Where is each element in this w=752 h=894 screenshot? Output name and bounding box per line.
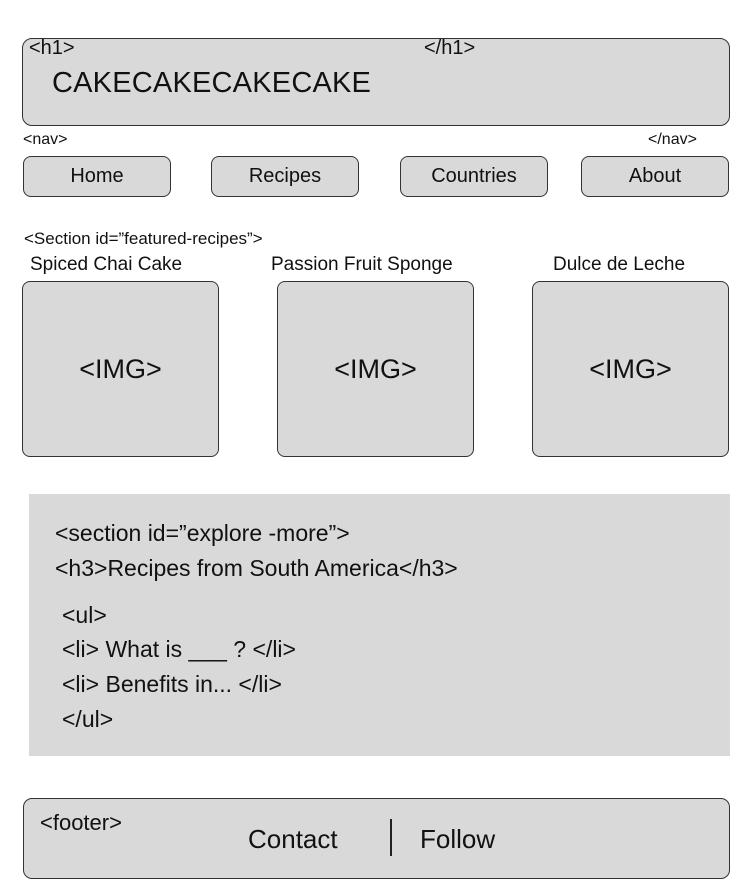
image-placeholder-label: <IMG>: [79, 353, 162, 384]
footer-tag: <footer>: [40, 810, 122, 835]
nav-about-button[interactable]: About: [581, 156, 729, 197]
footer-box: [23, 798, 730, 879]
nav-countries-button[interactable]: Countries: [400, 156, 548, 197]
recipe-card-title[interactable]: Dulce de Leche: [553, 254, 686, 275]
nav-close-tag: </nav>: [648, 131, 697, 148]
footer-follow-link[interactable]: Follow: [420, 824, 496, 854]
recipe-card-title[interactable]: Passion Fruit Sponge: [271, 254, 453, 275]
site-title: CAKECAKECAKECAKE: [52, 67, 372, 99]
explore-more-section: [29, 494, 730, 756]
list-open-tag: <ul>: [62, 602, 107, 628]
h1-close-tag: </h1>: [424, 37, 476, 59]
image-placeholder-label: <IMG>: [589, 353, 672, 384]
header-box: [22, 38, 730, 126]
recipe-image-placeholder[interactable]: <IMG>: [532, 281, 729, 457]
list-item: <li> Benefits in... </li>: [62, 671, 282, 697]
recipe-image-placeholder[interactable]: <IMG>: [277, 281, 474, 457]
recipe-image-placeholder[interactable]: <IMG>: [22, 281, 219, 457]
h1-open-tag: <h1>: [29, 37, 75, 59]
explore-section-tag: <section id=”explore -more”>: [55, 520, 350, 546]
footer-divider: [390, 819, 392, 856]
recipe-card-title[interactable]: Spiced Chai Cake: [30, 254, 183, 275]
nav-open-tag: <nav>: [23, 131, 68, 148]
image-placeholder-label: <IMG>: [334, 353, 417, 384]
nav-recipes-button[interactable]: Recipes: [211, 156, 359, 197]
nav-home-button[interactable]: Home: [23, 156, 171, 197]
featured-section-label: <Section id=”featured-recipes”>: [24, 229, 263, 248]
footer-contact-link[interactable]: Contact: [248, 824, 338, 854]
list-close-tag: </ul>: [62, 706, 114, 732]
explore-heading: <h3>Recipes from South America</h3>: [55, 555, 458, 581]
list-item: <li> What is ___ ? </li>: [62, 636, 296, 662]
